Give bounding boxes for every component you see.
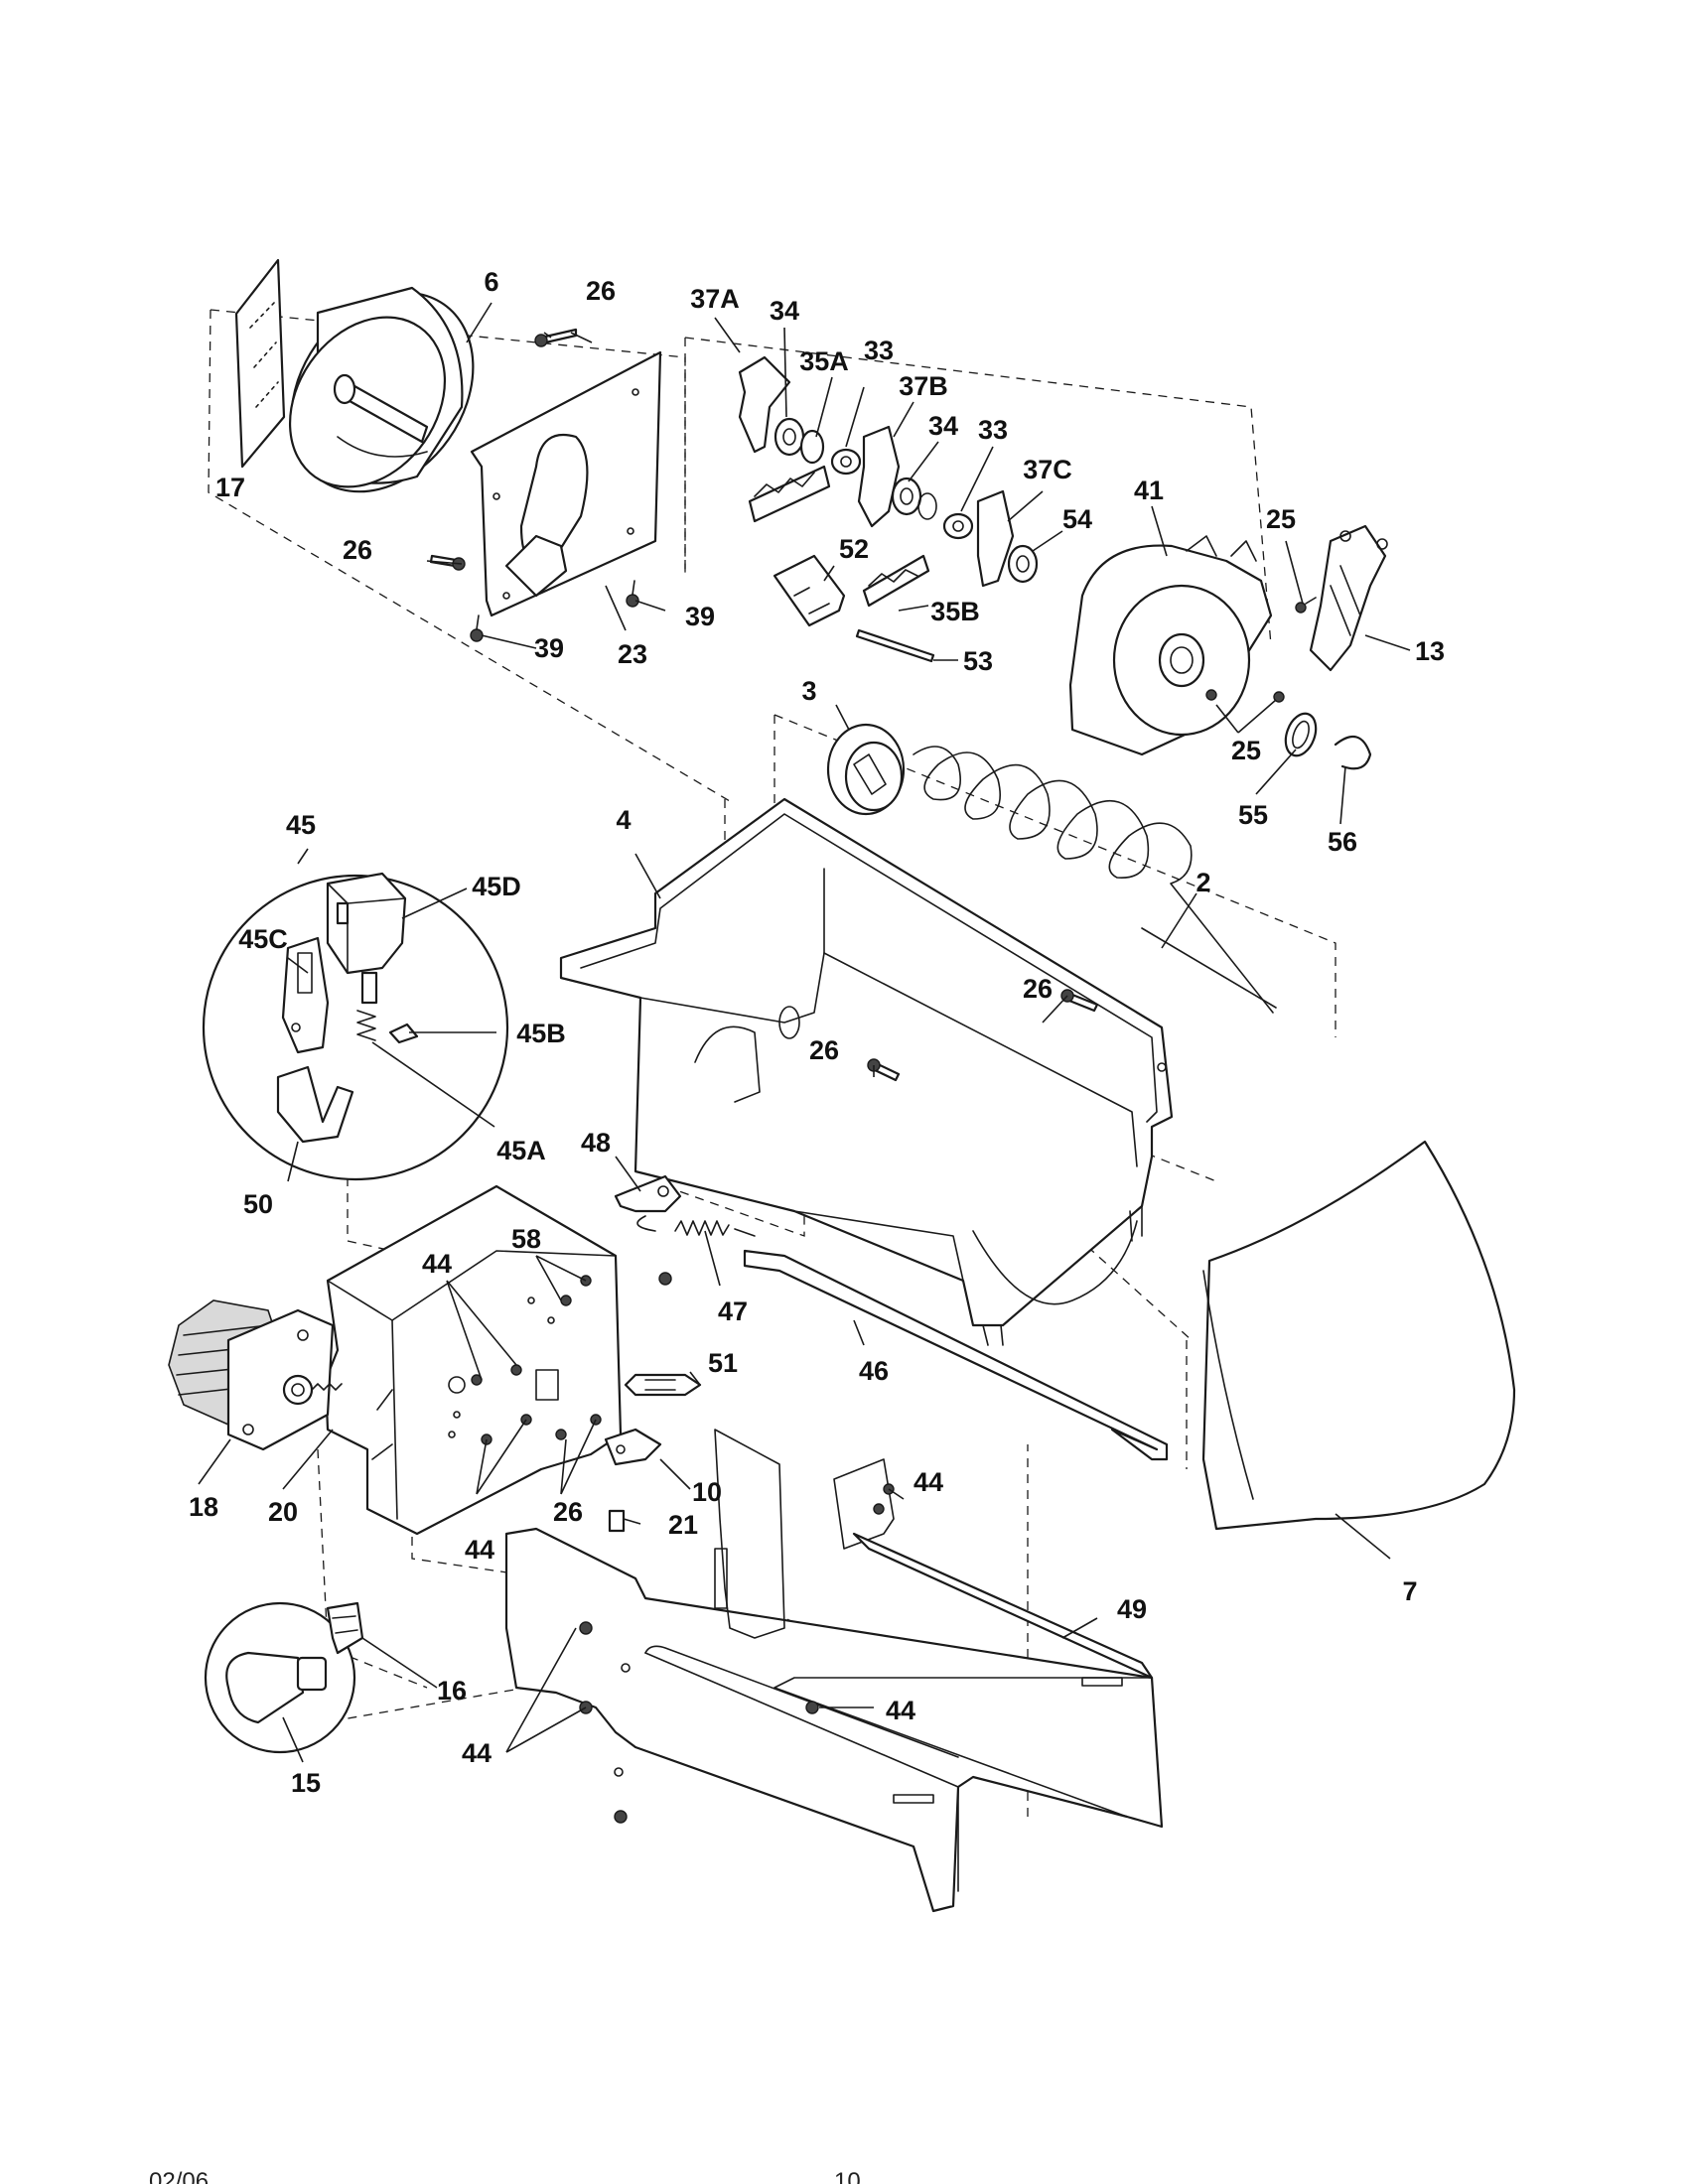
callout-44: 44: [886, 1696, 915, 1725]
part-23-plate: [470, 350, 662, 617]
callout-3: 3: [801, 676, 816, 706]
callout-45D: 45D: [472, 872, 521, 901]
callout-49: 49: [1117, 1594, 1147, 1624]
footer-date: 02/06: [149, 2168, 209, 2184]
callout-33: 33: [978, 415, 1008, 445]
callout-37C: 37C: [1023, 455, 1072, 484]
callout-13: 13: [1415, 636, 1445, 666]
callout-20: 20: [268, 1497, 298, 1527]
part-10-lever: [604, 1428, 662, 1466]
footer-page-number: 10: [834, 2168, 861, 2184]
callout-34: 34: [770, 296, 799, 326]
part-45-detail: [202, 872, 509, 1181]
part-13-deflector: [1309, 524, 1388, 672]
callout-52: 52: [839, 534, 869, 564]
leader-lines: [198, 302, 1411, 1763]
callout-7: 7: [1402, 1576, 1417, 1606]
callout-25: 25: [1266, 504, 1296, 534]
callout-39: 39: [534, 633, 564, 663]
callout-23: 23: [618, 639, 647, 669]
screws-25: [1273, 597, 1317, 703]
part-51-plug: [624, 1373, 702, 1397]
callout-labels: 17 6 26 26 39 39 23 37A 34 35A 33 37B 34…: [189, 267, 1445, 1798]
callout-26: 26: [553, 1497, 583, 1527]
callout-15: 15: [291, 1768, 321, 1798]
part-41-housing: [1068, 535, 1273, 756]
part-7-cover: [1201, 1140, 1516, 1531]
callout-55: 55: [1238, 800, 1268, 830]
part-3-collar: [826, 723, 906, 816]
callout-26: 26: [586, 276, 616, 306]
callout-33: 33: [864, 336, 894, 365]
callout-25: 25: [1231, 736, 1261, 765]
callout-37A: 37A: [690, 284, 740, 314]
callout-45B: 45B: [516, 1019, 566, 1048]
callout-6: 6: [484, 267, 498, 297]
callout-44: 44: [462, 1738, 492, 1768]
callout-56: 56: [1328, 827, 1357, 857]
part-21-clip: [608, 1509, 626, 1533]
part-17-gasket: [234, 258, 286, 469]
part-49-base: [504, 1429, 1164, 1913]
callout-46: 46: [859, 1356, 889, 1386]
part-2-spring: [913, 746, 1277, 1014]
callout-58: 58: [511, 1224, 541, 1254]
callout-26: 26: [343, 535, 372, 565]
part-18-motor: [168, 1299, 343, 1451]
callout-26: 26: [1023, 974, 1053, 1004]
part-55-washer: [1284, 712, 1318, 757]
callout-45A: 45A: [496, 1136, 546, 1165]
callout-50: 50: [243, 1189, 273, 1219]
callout-37B: 37B: [899, 371, 948, 401]
callout-21: 21: [668, 1510, 698, 1540]
callout-4: 4: [616, 805, 631, 835]
callout-44: 44: [914, 1467, 943, 1497]
callout-45: 45: [286, 810, 316, 840]
callout-44: 44: [465, 1535, 494, 1565]
part-48-bracket: [614, 1174, 756, 1286]
callout-51: 51: [708, 1348, 738, 1378]
callout-2: 2: [1196, 868, 1210, 897]
callout-53: 53: [963, 646, 993, 676]
callout-54: 54: [1062, 504, 1092, 534]
part-15-16-lamp-detail: [204, 1601, 364, 1754]
callout-34: 34: [928, 411, 958, 441]
callout-35A: 35A: [799, 346, 849, 376]
callout-10: 10: [692, 1477, 722, 1507]
callout-39: 39: [685, 602, 715, 631]
part-56-clip: [1334, 735, 1372, 770]
callout-41: 41: [1134, 476, 1164, 505]
callout-44: 44: [422, 1249, 452, 1279]
callout-48: 48: [581, 1128, 611, 1158]
callout-35B: 35B: [930, 597, 980, 626]
page-footer: 02/06 10: [149, 2168, 861, 2184]
callout-17: 17: [215, 473, 245, 502]
part-4-bin: [559, 797, 1174, 1346]
part-6-drum: [288, 286, 475, 493]
callout-16: 16: [437, 1676, 467, 1706]
callout-26: 26: [809, 1035, 839, 1065]
gear-train: [738, 355, 1039, 608]
callout-45C: 45C: [238, 924, 288, 954]
callout-18: 18: [189, 1492, 218, 1522]
part-52-actuator: [773, 554, 935, 663]
screws-26-bin: [867, 989, 1099, 1082]
part-46-rod: [743, 1249, 1169, 1461]
part-20-housing: [324, 1184, 623, 1536]
callout-47: 47: [718, 1297, 748, 1326]
